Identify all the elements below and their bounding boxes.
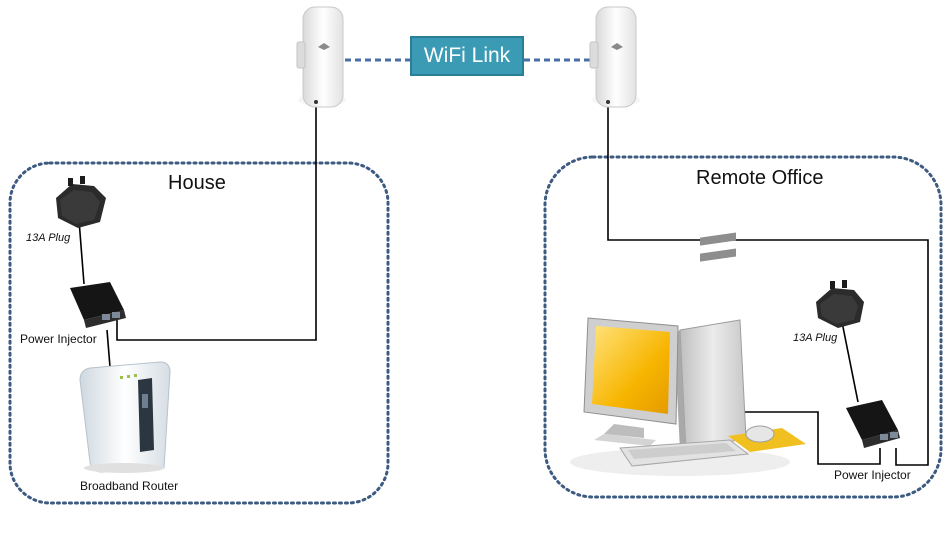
access-point-icon [589,6,640,108]
house-zone [8,161,390,505]
wifi-link-badge: WiFi Link [410,36,524,76]
house-plug-cable [78,219,85,285]
wifi-link-label: WiFi Link [423,44,511,67]
office-zone [543,155,943,499]
house-router-cable [106,329,111,368]
plug-icon [56,176,106,228]
office-ap-cable [607,104,929,466]
house-ap-cable [116,104,317,341]
office-title: Remote Office [696,167,824,189]
house-title: House [168,172,226,194]
office-plug-label: 13A Plug [793,332,838,344]
house-injector-label: Power Injector [20,332,97,346]
plug-icon [816,280,864,328]
power-injector-icon [70,282,126,328]
office-pc-cable [745,411,881,465]
router-label: Broadband Router [80,479,179,493]
office-injector-label: Power Injector [834,468,911,482]
house-plug-label: 13A Plug [26,232,71,244]
office-plug-cable [839,311,859,403]
power-injector-icon [846,400,900,448]
router-icon [79,361,171,473]
access-point-icon [296,6,346,108]
computer-icon [570,232,806,476]
